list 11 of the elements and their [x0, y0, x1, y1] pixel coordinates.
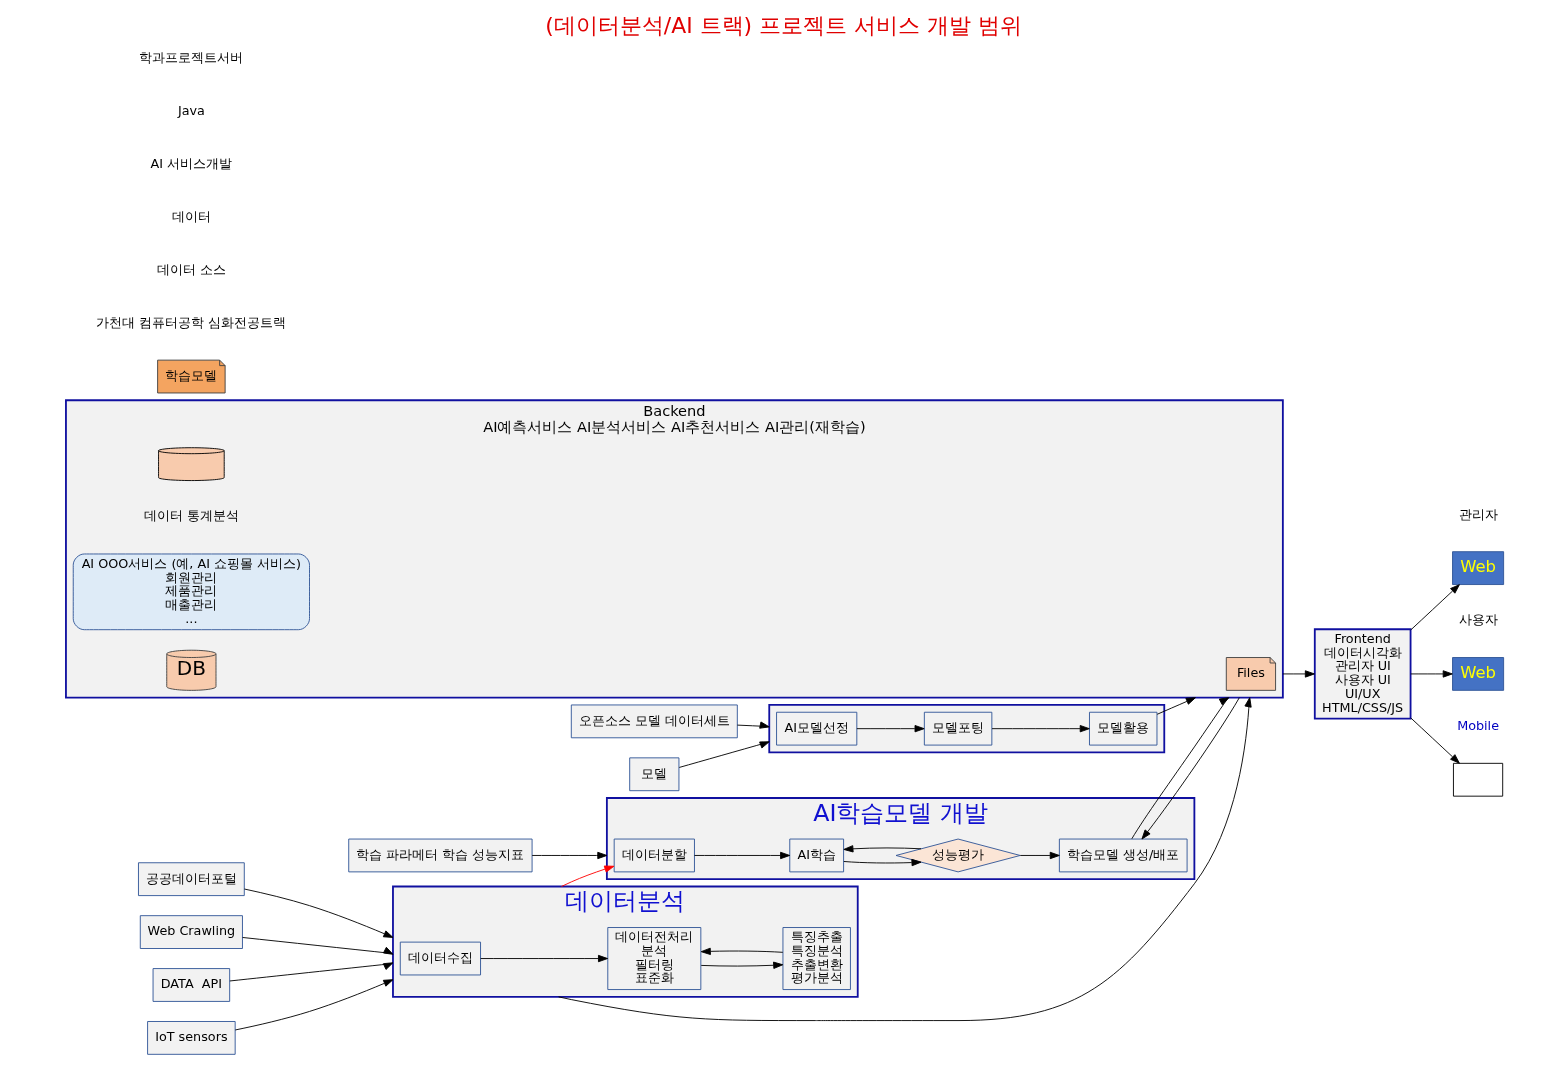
label: 학과프로젝트서버 — [138, 50, 243, 66]
diagram-title: (데이터분석/AI 트랙) 프로젝트 서비스 개발 범위 — [544, 12, 1022, 38]
label: 데이터 소스 — [156, 262, 226, 278]
node-label: 사용자 — [1458, 612, 1498, 628]
label: 가천대 컴퓨터공학 심화전공트랙 — [95, 315, 286, 331]
label: Java — [177, 103, 205, 119]
label: AI 서비스개발 — [150, 156, 232, 172]
node-label: 관리자 — [1458, 506, 1498, 522]
label: 데이터 — [171, 209, 211, 225]
node-label: 데이터 통계분석 — [143, 508, 239, 524]
node-label: Mobile — [1456, 718, 1499, 734]
